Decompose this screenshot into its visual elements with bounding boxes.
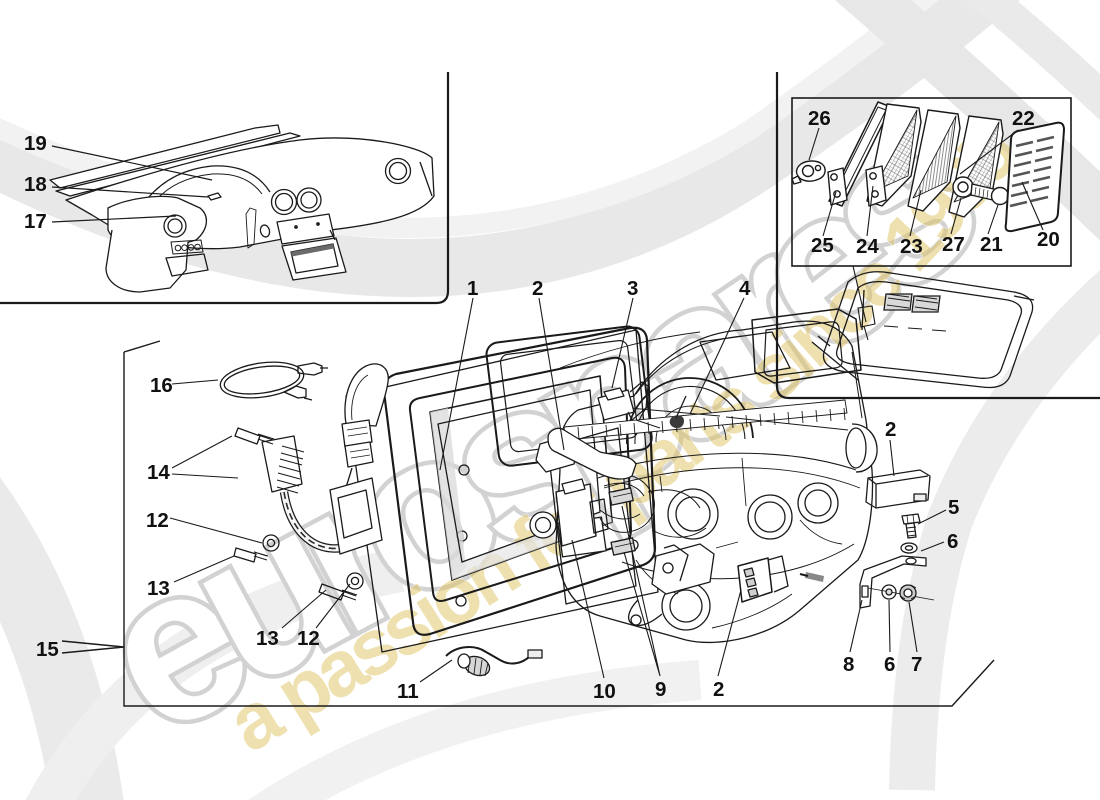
svg-text:13: 13 <box>256 627 279 650</box>
svg-text:11: 11 <box>397 680 419 703</box>
svg-text:2: 2 <box>532 277 543 300</box>
svg-text:2: 2 <box>885 418 896 441</box>
svg-text:23: 23 <box>900 235 923 258</box>
svg-text:7: 7 <box>911 653 922 676</box>
svg-text:6: 6 <box>884 653 895 676</box>
svg-text:3: 3 <box>627 277 638 300</box>
svg-text:26: 26 <box>808 107 831 130</box>
svg-text:12: 12 <box>146 509 169 532</box>
svg-text:19: 19 <box>24 132 47 155</box>
svg-text:15: 15 <box>36 638 59 661</box>
svg-text:9: 9 <box>655 678 666 701</box>
svg-text:17: 17 <box>24 210 47 233</box>
svg-text:27: 27 <box>942 233 965 256</box>
svg-text:18: 18 <box>24 173 47 196</box>
svg-text:10: 10 <box>593 680 616 703</box>
svg-text:16: 16 <box>150 374 173 397</box>
svg-text:13: 13 <box>147 577 170 600</box>
svg-text:25: 25 <box>811 234 834 257</box>
svg-text:14: 14 <box>147 461 170 484</box>
svg-text:1: 1 <box>467 277 478 300</box>
svg-text:24: 24 <box>856 235 879 258</box>
svg-text:22: 22 <box>1012 107 1035 130</box>
svg-text:8: 8 <box>843 653 854 676</box>
svg-text:6: 6 <box>947 530 958 553</box>
svg-text:12: 12 <box>297 627 320 650</box>
svg-text:21: 21 <box>980 233 1003 256</box>
svg-text:4: 4 <box>739 277 751 300</box>
svg-text:5: 5 <box>948 496 959 519</box>
svg-text:20: 20 <box>1037 228 1060 251</box>
svg-text:2: 2 <box>713 678 724 701</box>
